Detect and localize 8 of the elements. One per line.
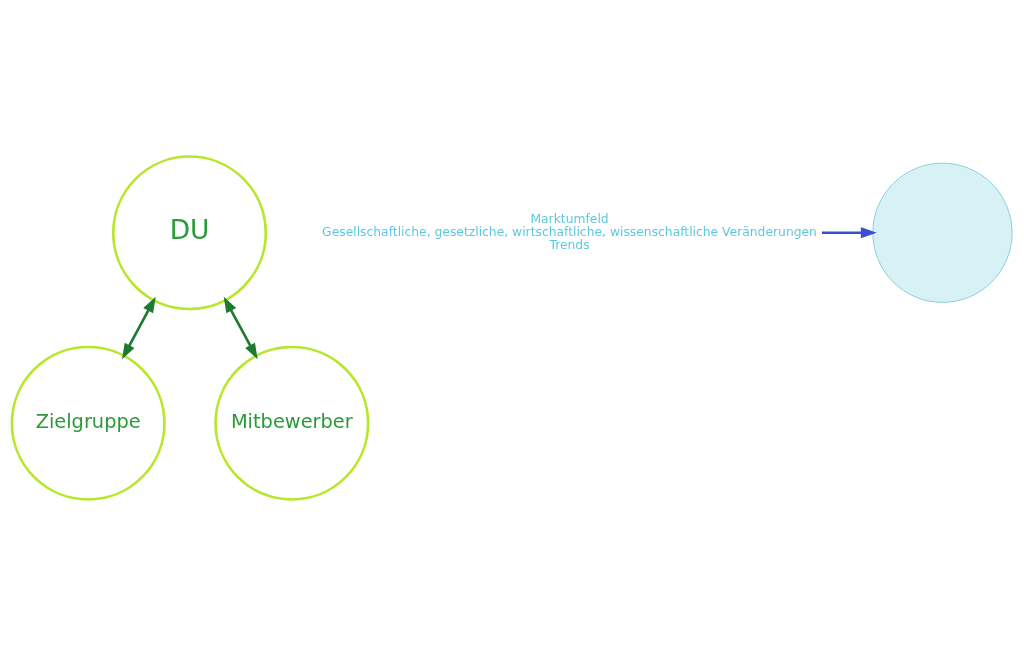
node-circle: DU [111, 155, 268, 311]
arrow [821, 227, 877, 239]
node-circle: Zielgruppe [10, 345, 166, 501]
node-circle: Mitbewerber [214, 345, 370, 501]
node-text: Marktumfeld Gesellschaftliche, gesetzliche, wirtschaftliche, wissenschaftliche Veränderungen Trends [322, 211, 817, 253]
arrow [122, 296, 156, 360]
arrow [223, 296, 258, 360]
node-circle [872, 162, 1013, 303]
